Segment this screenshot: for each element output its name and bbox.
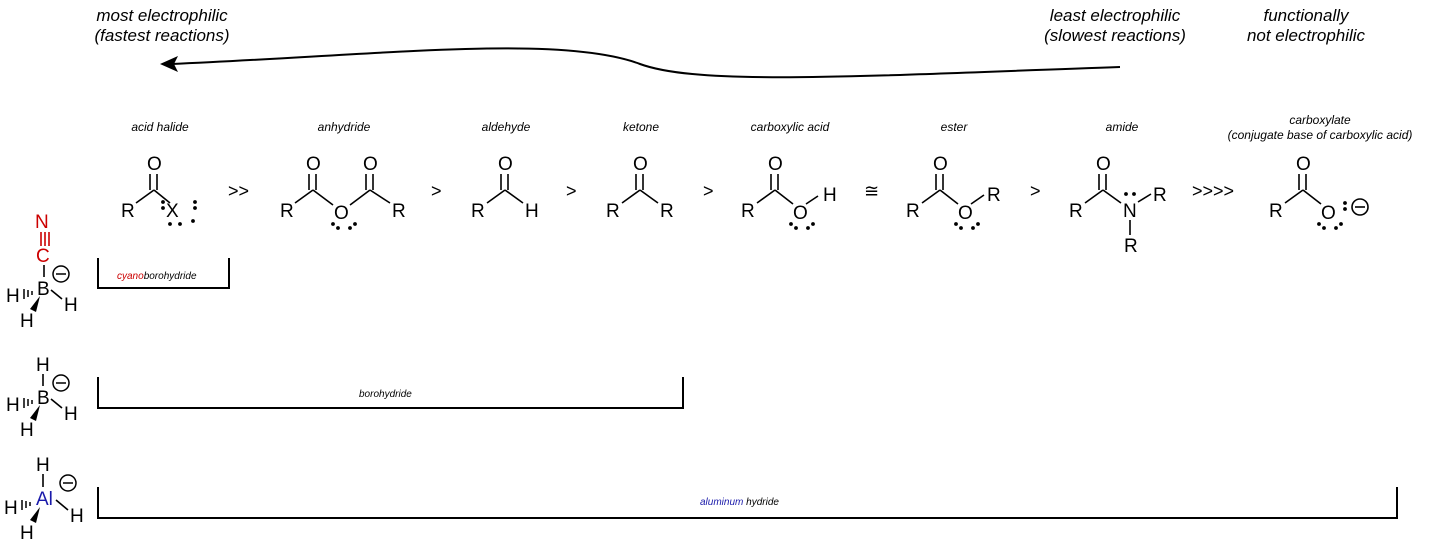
cyano-H-left: H [6, 286, 20, 307]
al-H-right: H [70, 506, 84, 527]
cyanoborohydride-label: cyanoborohydride [117, 271, 197, 283]
reagent-brackets [97, 258, 1398, 519]
most-electrophilic-label: most electrophilic (fastest reactions) [72, 6, 252, 46]
ester-O: O [958, 203, 973, 224]
op-greater-1: > [431, 181, 442, 201]
amide-R-right: R [1153, 185, 1167, 206]
cyano-H-bottom: H [20, 311, 34, 332]
least-electrophilic-label: least electrophilic (slowest reactions) [1025, 6, 1205, 46]
structure-anhydride [294, 174, 391, 206]
boro-H-right: H [64, 404, 78, 425]
not-electrophilic-label: functionally not electrophilic [1216, 6, 1396, 46]
cyano-C: C [36, 246, 50, 267]
reagent-aluminum-hydride: H Al H H H [4, 455, 84, 544]
label-carboxylate-line2: (conjugate base of carboxylic acid) [1227, 128, 1413, 142]
structure-carboxylate [1284, 174, 1369, 216]
op-much-much-greater: >>>> [1192, 181, 1235, 201]
least-electrophilic-line2: (slowest reactions) [1044, 26, 1186, 45]
least-electrophilic-line1: least electrophilic [1049, 6, 1181, 25]
amide-R-bottom: R [1124, 236, 1138, 257]
anhydride-R-right: R [392, 201, 406, 222]
boro-H-top: H [36, 355, 50, 376]
aluminum-text: aluminum [700, 497, 744, 508]
label-carboxylate-line1: carboxylate [1289, 113, 1351, 127]
label-anhydride: anhydride [317, 120, 371, 134]
aldehyde-R: R [471, 201, 485, 222]
al-H-bottom: H [20, 523, 34, 544]
bracket-cyanoborohydride [97, 258, 230, 289]
amide-O: O [1096, 154, 1111, 175]
op-greater-2: > [566, 181, 577, 201]
aluminum-hydride-label: aluminum hydride [700, 497, 779, 509]
ketone-R-right: R [660, 201, 674, 222]
bracket-aluminum-hydride [97, 487, 1398, 519]
ester-R-left: R [906, 201, 920, 222]
carboxylic-acid-H: H [823, 185, 837, 206]
aldehyde-O: O [498, 154, 513, 175]
boro-H-bottom: H [20, 420, 34, 441]
label-acid-halide: acid halide [131, 120, 189, 134]
structures-row: R O X R O O O R R O H R O R [121, 154, 1369, 257]
carboxylate-R: R [1269, 201, 1283, 222]
anhydride-O-top-right: O [363, 154, 378, 175]
op-greater-4: > [1030, 181, 1041, 201]
structure-aldehyde [486, 174, 524, 204]
anhydride-O-top-left: O [306, 154, 321, 175]
cyano-B: B [37, 279, 50, 300]
anhydride-R-left: R [280, 201, 294, 222]
ketone-R-left: R [606, 201, 620, 222]
ester-R-right: R [987, 185, 1001, 206]
carboxylic-acid-O-top: O [768, 154, 783, 175]
anhydride-O-bridge: O [334, 203, 349, 224]
amide-R-left: R [1069, 201, 1083, 222]
al-H-left: H [4, 498, 18, 519]
label-amide: amide [1105, 120, 1139, 134]
ketone-O: O [633, 154, 648, 175]
label-carboxylate: carboxylate (conjugate base of carboxyli… [1205, 113, 1429, 143]
borohydride-suffix-text: borohydride [143, 271, 197, 282]
reagent-structures: N C B H H H H B H H H H Al H [4, 212, 84, 544]
al-H-top: H [36, 455, 50, 476]
structure-ester [921, 174, 985, 205]
reactivity-trend-arrow [160, 47, 1121, 79]
borohydride-label: borohydride [359, 389, 412, 400]
reagent-cyanoborohydride: N C B H H H [6, 212, 78, 332]
label-ketone: ketone [622, 120, 660, 134]
amide-N: N [1123, 201, 1137, 222]
most-electrophilic-line1: most electrophilic [96, 6, 228, 25]
acid-halide-O: O [147, 154, 162, 175]
label-ester: ester [940, 120, 968, 134]
structure-ketone [621, 174, 659, 204]
label-carboxylic-acid: carboxylic acid [750, 120, 830, 134]
structure-carboxylic-acid [756, 174, 819, 205]
op-much-greater: >> [228, 181, 250, 201]
label-aldehyde: aldehyde [481, 120, 531, 134]
carboxylate-O: O [1321, 203, 1336, 224]
boro-B: B [37, 388, 50, 409]
carboxylic-acid-O: O [793, 203, 808, 224]
cyano-H-right: H [64, 295, 78, 316]
ester-O-top: O [933, 154, 948, 175]
most-electrophilic-line2: (fastest reactions) [94, 26, 230, 45]
cyano-text: cyano [117, 271, 144, 282]
boro-H-left: H [6, 395, 20, 416]
op-approx-equal: ≅ [864, 181, 880, 201]
not-electrophilic-line2: not electrophilic [1246, 26, 1366, 45]
reagent-borohydride: H B H H H [6, 355, 78, 441]
not-electrophilic-line1: functionally [1263, 6, 1349, 25]
aldehyde-H: H [525, 201, 539, 222]
acid-halide-X: X [166, 201, 179, 222]
structure-acid-halide [135, 174, 171, 204]
bracket-borohydride [97, 377, 684, 409]
cyano-N: N [35, 212, 49, 233]
structure-amide [1084, 174, 1152, 235]
carboxylic-acid-R: R [741, 201, 755, 222]
acid-halide-R: R [121, 201, 135, 222]
al-Al: Al [36, 489, 53, 510]
carboxylate-O-top: O [1296, 154, 1311, 175]
hydride-text: hydride [743, 497, 779, 508]
op-greater-3: > [703, 181, 714, 201]
